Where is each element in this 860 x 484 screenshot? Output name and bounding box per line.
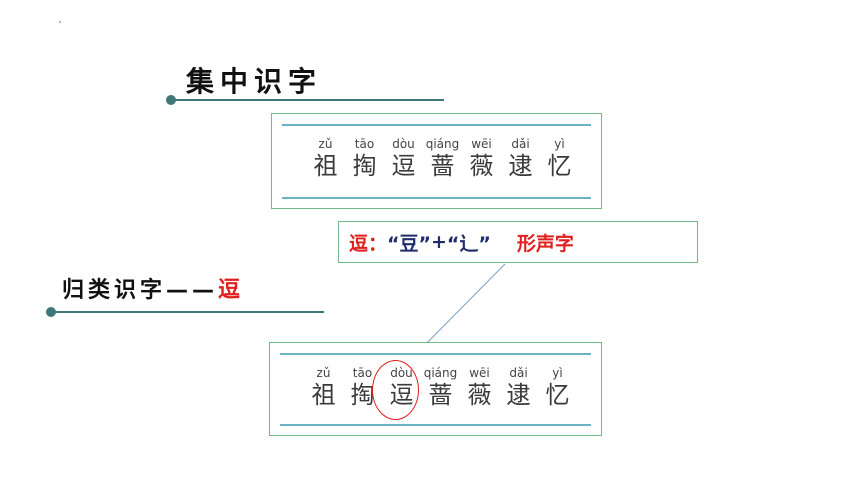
character-item: wēi 薇 (462, 136, 501, 180)
hanzi: 逮 (506, 381, 531, 409)
underline-bullet (166, 95, 176, 105)
hanzi: 逮 (508, 152, 533, 180)
formula-plus: + (431, 231, 447, 253)
character-item: yì 忆 (538, 365, 577, 409)
character-row: zǔ 祖 tāo 掏 dòu 逗 qiáng 蔷 wēi 薇 dǎi 逮 yì … (306, 136, 579, 180)
pinyin: tāo (352, 366, 373, 380)
pinyin: zǔ (316, 366, 331, 380)
character-item: dǎi 逮 (499, 365, 538, 409)
character-item: tāo 掏 (345, 136, 384, 180)
pinyin: qiáng (423, 366, 458, 380)
character-item: tāo 掏 (343, 365, 382, 409)
hanzi: 薇 (467, 381, 492, 409)
pinyin: dǎi (511, 137, 530, 151)
section-title-underline (46, 307, 324, 317)
card-bottom-bar (282, 197, 591, 199)
character-formula-box: 逗： “豆” + “辶” 形声字 (338, 221, 698, 263)
pinyin: yì (552, 366, 563, 380)
character-item: zǔ 祖 (304, 365, 343, 409)
character-item: yì 忆 (540, 136, 579, 180)
hanzi: 忆 (545, 381, 570, 409)
hanzi: 祖 (313, 152, 338, 180)
card-top-bar (282, 124, 591, 126)
formula-type: 形声字 (516, 232, 574, 255)
character-item: qiáng 蔷 (423, 136, 462, 180)
formula-part-phonetic: “豆” (387, 232, 431, 255)
section-title-focused-literacy: 集中识字 (186, 65, 323, 98)
hanzi: 薇 (469, 152, 494, 180)
character-item: wēi 薇 (460, 365, 499, 409)
character-card-bottom: zǔ 祖 tāo 掏 dòu 逗 qiáng 蔷 wēi 薇 dǎi 逮 yì … (269, 342, 602, 436)
section-title-categorized-literacy: 归类识字——逗 (62, 272, 244, 304)
pinyin: yì (554, 137, 565, 151)
pinyin: qiáng (425, 137, 460, 151)
hanzi: 忆 (547, 152, 572, 180)
highlight-circle (372, 360, 419, 420)
pinyin: wēi (469, 366, 490, 380)
formula-head: 逗： (349, 232, 388, 255)
character-item: dòu 逗 (384, 136, 423, 180)
pinyin: dòu (392, 137, 415, 151)
character-item: zǔ 祖 (306, 136, 345, 180)
hanzi: 逗 (391, 152, 416, 180)
pinyin: zǔ (318, 137, 333, 151)
section-title-highlight: 逗 (218, 278, 245, 303)
hanzi: 蔷 (428, 381, 453, 409)
corner-dot (59, 21, 61, 23)
underline-bullet (46, 307, 56, 317)
section-title-underline (166, 95, 444, 105)
formula-part-radical: “辶” (446, 232, 491, 255)
hanzi: 掏 (350, 381, 375, 409)
character-row: zǔ 祖 tāo 掏 dòu 逗 qiáng 蔷 wēi 薇 dǎi 逮 yì … (304, 365, 577, 409)
section-title-prefix: 归类识字—— (62, 278, 219, 303)
hanzi: 掏 (352, 152, 377, 180)
character-item: qiáng 蔷 (421, 365, 460, 409)
character-item: dǎi 逮 (501, 136, 540, 180)
hanzi: 蔷 (430, 152, 455, 180)
card-top-bar (280, 353, 591, 355)
hanzi: 祖 (311, 381, 336, 409)
character-card-top: zǔ 祖 tāo 掏 dòu 逗 qiáng 蔷 wēi 薇 dǎi 逮 yì … (271, 113, 602, 209)
pinyin: wēi (471, 137, 492, 151)
card-bottom-bar (280, 424, 591, 426)
pinyin: dǎi (509, 366, 528, 380)
pinyin: tāo (354, 137, 375, 151)
